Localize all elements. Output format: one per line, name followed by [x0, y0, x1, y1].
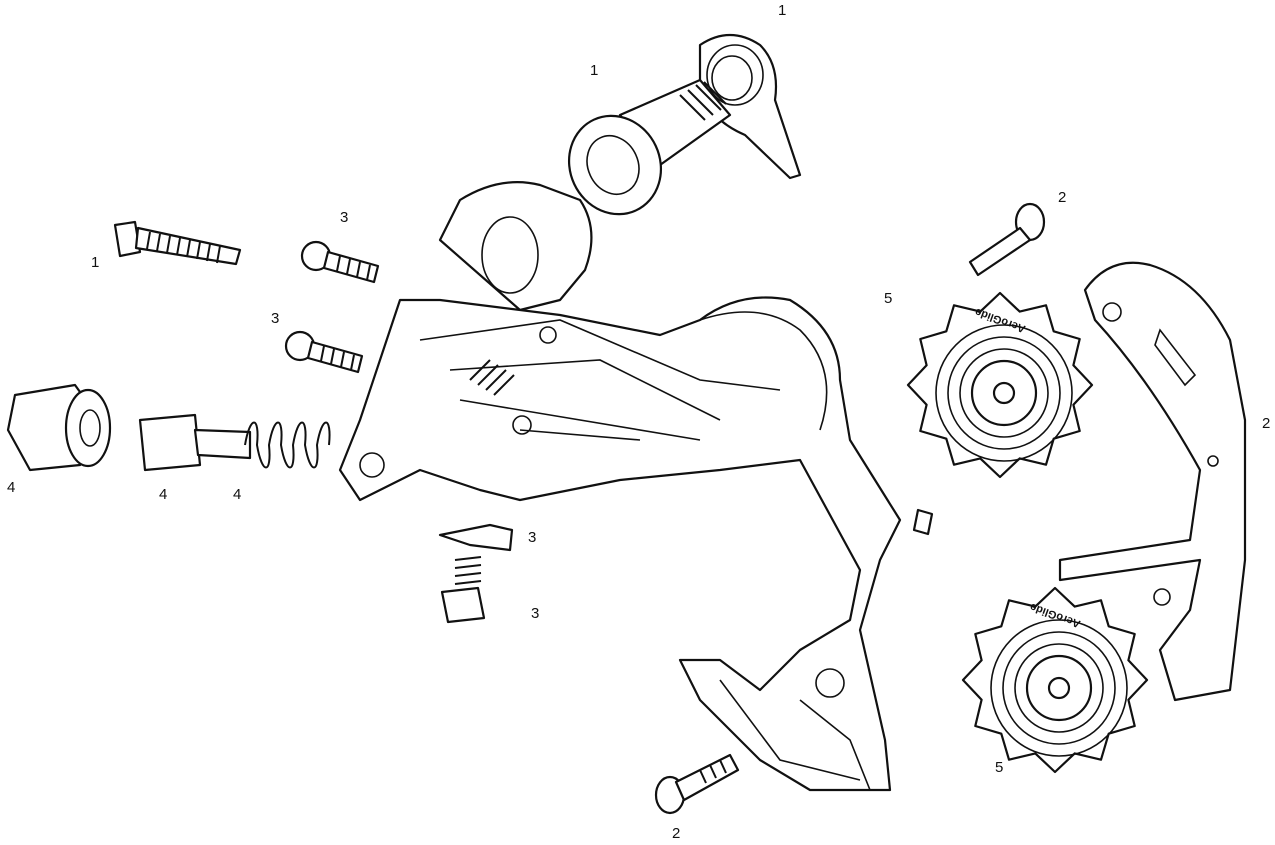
part-label-b-bolt: 1	[91, 254, 100, 271]
part-label-barrel-adjuster: 4	[159, 486, 168, 503]
pulley-ring	[1002, 631, 1116, 745]
pulley-ring	[990, 619, 1128, 757]
pulley-ring	[1014, 643, 1104, 733]
spring-part	[244, 421, 331, 469]
limit-screw-upper-part	[300, 240, 380, 284]
pulley-ring	[992, 381, 1016, 405]
part-label-cable-clamp-bolt: 3	[531, 605, 540, 622]
part-label-inner-cage-plate: 2	[1262, 415, 1271, 432]
inner-cage-plate-part	[1058, 261, 1247, 702]
part-label-cable-clamp: 3	[528, 529, 537, 546]
part-label-adjuster-spring: 4	[233, 486, 242, 503]
part-label-b-bolt-bushing: 1	[590, 62, 599, 79]
pulley-ring	[935, 324, 1073, 462]
part-label-top-limit-screw-cap: 1	[778, 2, 787, 19]
pulley-ring	[1047, 676, 1071, 700]
part-label-limit-screw-upper: 3	[340, 209, 349, 226]
part-label-pulley-bolt-upper: 2	[1058, 189, 1067, 206]
barrel-adjuster-part	[138, 413, 252, 472]
cable-clamp-part	[438, 523, 514, 624]
b-bolt-part	[113, 220, 242, 266]
pulley-bolt-lower-part	[654, 753, 740, 815]
upper-pulley-part: AeroGlide	[906, 291, 1094, 479]
pulley-ring	[959, 348, 1049, 438]
derailleur-body-part	[338, 181, 934, 792]
part-label-barrel-adjuster-cap: 4	[7, 479, 16, 496]
pulley-bolt-upper-part	[968, 202, 1046, 277]
lower-pulley-part: AeroGlide	[961, 586, 1149, 774]
pulley-ring	[947, 336, 1061, 450]
bushing-part	[567, 78, 732, 216]
limit-screw-lower-part	[284, 330, 364, 374]
part-label-lower-pulley: 5	[995, 759, 1004, 776]
adjuster-cap-part	[6, 383, 112, 472]
part-label-upper-pulley: 5	[884, 290, 893, 307]
part-label-pulley-bolt-lower: 2	[672, 825, 681, 842]
part-label-limit-screw-lower: 3	[271, 310, 280, 327]
